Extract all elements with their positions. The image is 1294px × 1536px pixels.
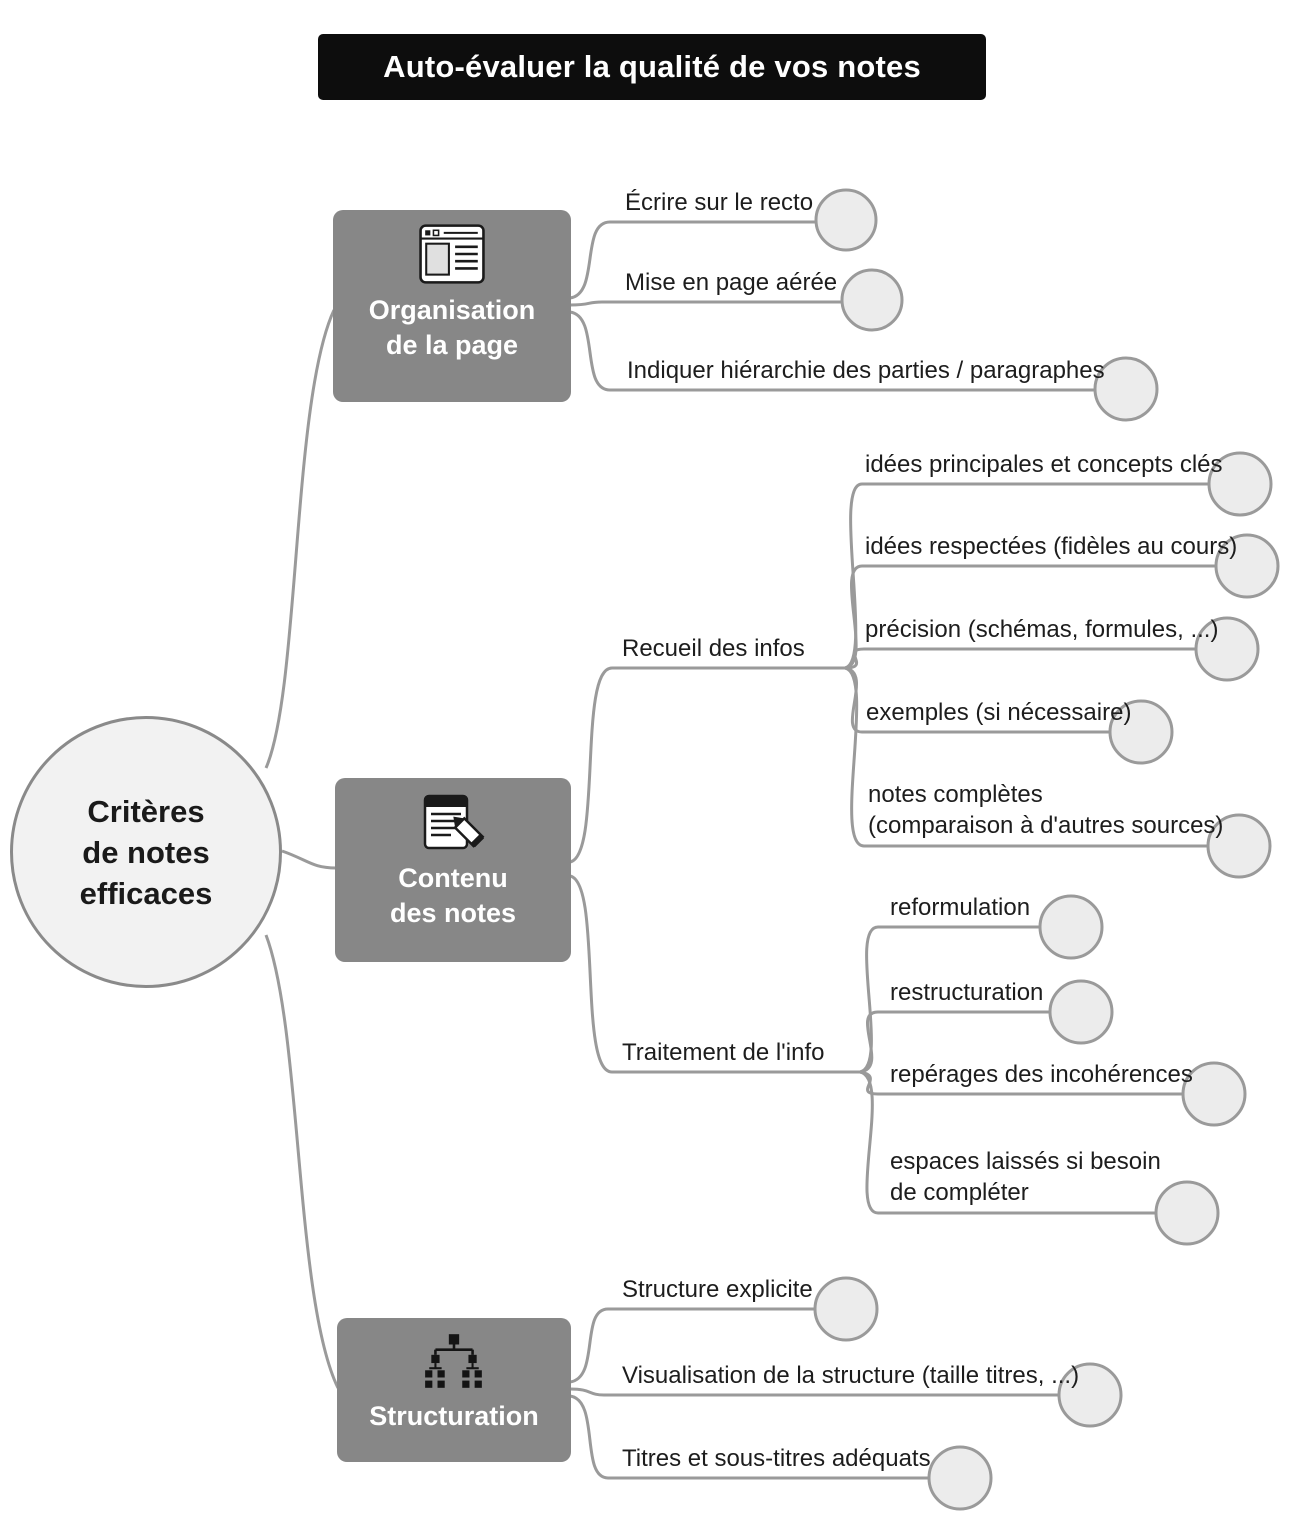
- connector-subbranch: [569, 666, 845, 864]
- leaf-circle: [1038, 894, 1104, 960]
- leaf-label: repérages des incohérences: [890, 1061, 1193, 1088]
- leaf-circle: [1206, 813, 1272, 879]
- leaf-circle: [840, 268, 904, 332]
- leaf-label: Titres et sous-titres adéquats: [622, 1445, 931, 1472]
- hierarchy-icon: [421, 1332, 487, 1395]
- leaf-label: Structure explicite: [622, 1276, 813, 1303]
- leaf-label: précision (schémas, formules, ...): [865, 616, 1219, 643]
- root-node: Critères de notes efficaces: [10, 716, 282, 988]
- connector-subbranch: [569, 874, 860, 1074]
- connector-leaf: [569, 220, 816, 300]
- branch-label: Structuration: [369, 1401, 539, 1431]
- leaf-circle: [927, 1445, 993, 1511]
- leaf-circle: [814, 188, 878, 252]
- leaf-circle: [1093, 356, 1159, 422]
- leaf-label: espaces laissés si besoin de compléter: [890, 1148, 1161, 1206]
- leaf-circle: [1108, 699, 1174, 765]
- branch-structuration: Structuration: [337, 1318, 571, 1462]
- root-node-label: Critères de notes efficaces: [79, 793, 213, 911]
- connector-leaf: [844, 666, 1110, 734]
- leaf-circle: [1048, 979, 1114, 1045]
- branch-contenu-notes: Contenu des notes: [335, 778, 571, 962]
- note-pencil-icon: [421, 792, 485, 857]
- leaf-label: Mise en page aérée: [625, 269, 838, 296]
- connector-root-branch2: [281, 849, 337, 870]
- branch-label: Contenu des notes: [389, 863, 517, 928]
- leaf-circle: [813, 1276, 879, 1342]
- subbranch-label: Recueil des infos: [622, 635, 805, 662]
- leaf-circle: [1214, 533, 1280, 599]
- leaf-label: exemples (si nécessaire): [866, 699, 1132, 726]
- leaf-label: Visualisation de la structure (taille ti…: [622, 1362, 1080, 1389]
- leaf-label: idées respectées (fidèles au cours): [865, 533, 1238, 560]
- leaf-circle: [1207, 451, 1273, 517]
- connector-leaf: [569, 310, 1095, 392]
- connector-leaf: [844, 647, 1196, 670]
- leaf-label: reformulation: [890, 894, 1031, 921]
- leaf-label: Indiquer hiérarchie des parties / paragr…: [627, 357, 1105, 384]
- branch-organisation-page: Organisation de la page: [333, 210, 571, 402]
- subbranch-label: Traitement de l'info: [622, 1039, 825, 1066]
- connector-leaf: [844, 482, 1209, 670]
- connector-leaf: [569, 300, 842, 307]
- leaf-circle: [1154, 1180, 1220, 1246]
- connector-leaf: [569, 1387, 1058, 1397]
- connector-leaf: [844, 666, 1208, 848]
- leaf-label: restructuration: [890, 979, 1044, 1006]
- diagram-title: Auto-évaluer la qualité de vos notes: [318, 34, 986, 100]
- leaf-label: idées principales et concepts clés: [865, 451, 1223, 478]
- leaf-circle: [1181, 1061, 1247, 1127]
- connector-leaf: [569, 1394, 928, 1480]
- leaf-label: notes complètes (comparaison à d'autres …: [868, 781, 1224, 839]
- connector-root-branch3: [264, 934, 340, 1389]
- leaf-circle: [1194, 616, 1260, 682]
- connector-leaf: [859, 1070, 1156, 1215]
- connector-leaf: [859, 1070, 1183, 1096]
- page-layout-icon: [419, 224, 485, 289]
- connector-leaf: [844, 564, 1216, 670]
- connector-leaf: [859, 1010, 1050, 1074]
- connector-leaf: [859, 925, 1040, 1074]
- leaf-circle: [1057, 1362, 1123, 1428]
- connector-leaf: [569, 1307, 815, 1384]
- leaf-label: Écrire sur le recto: [625, 189, 814, 216]
- branch-label: Organisation de la page: [368, 295, 536, 360]
- connector-root-branch1: [264, 309, 336, 769]
